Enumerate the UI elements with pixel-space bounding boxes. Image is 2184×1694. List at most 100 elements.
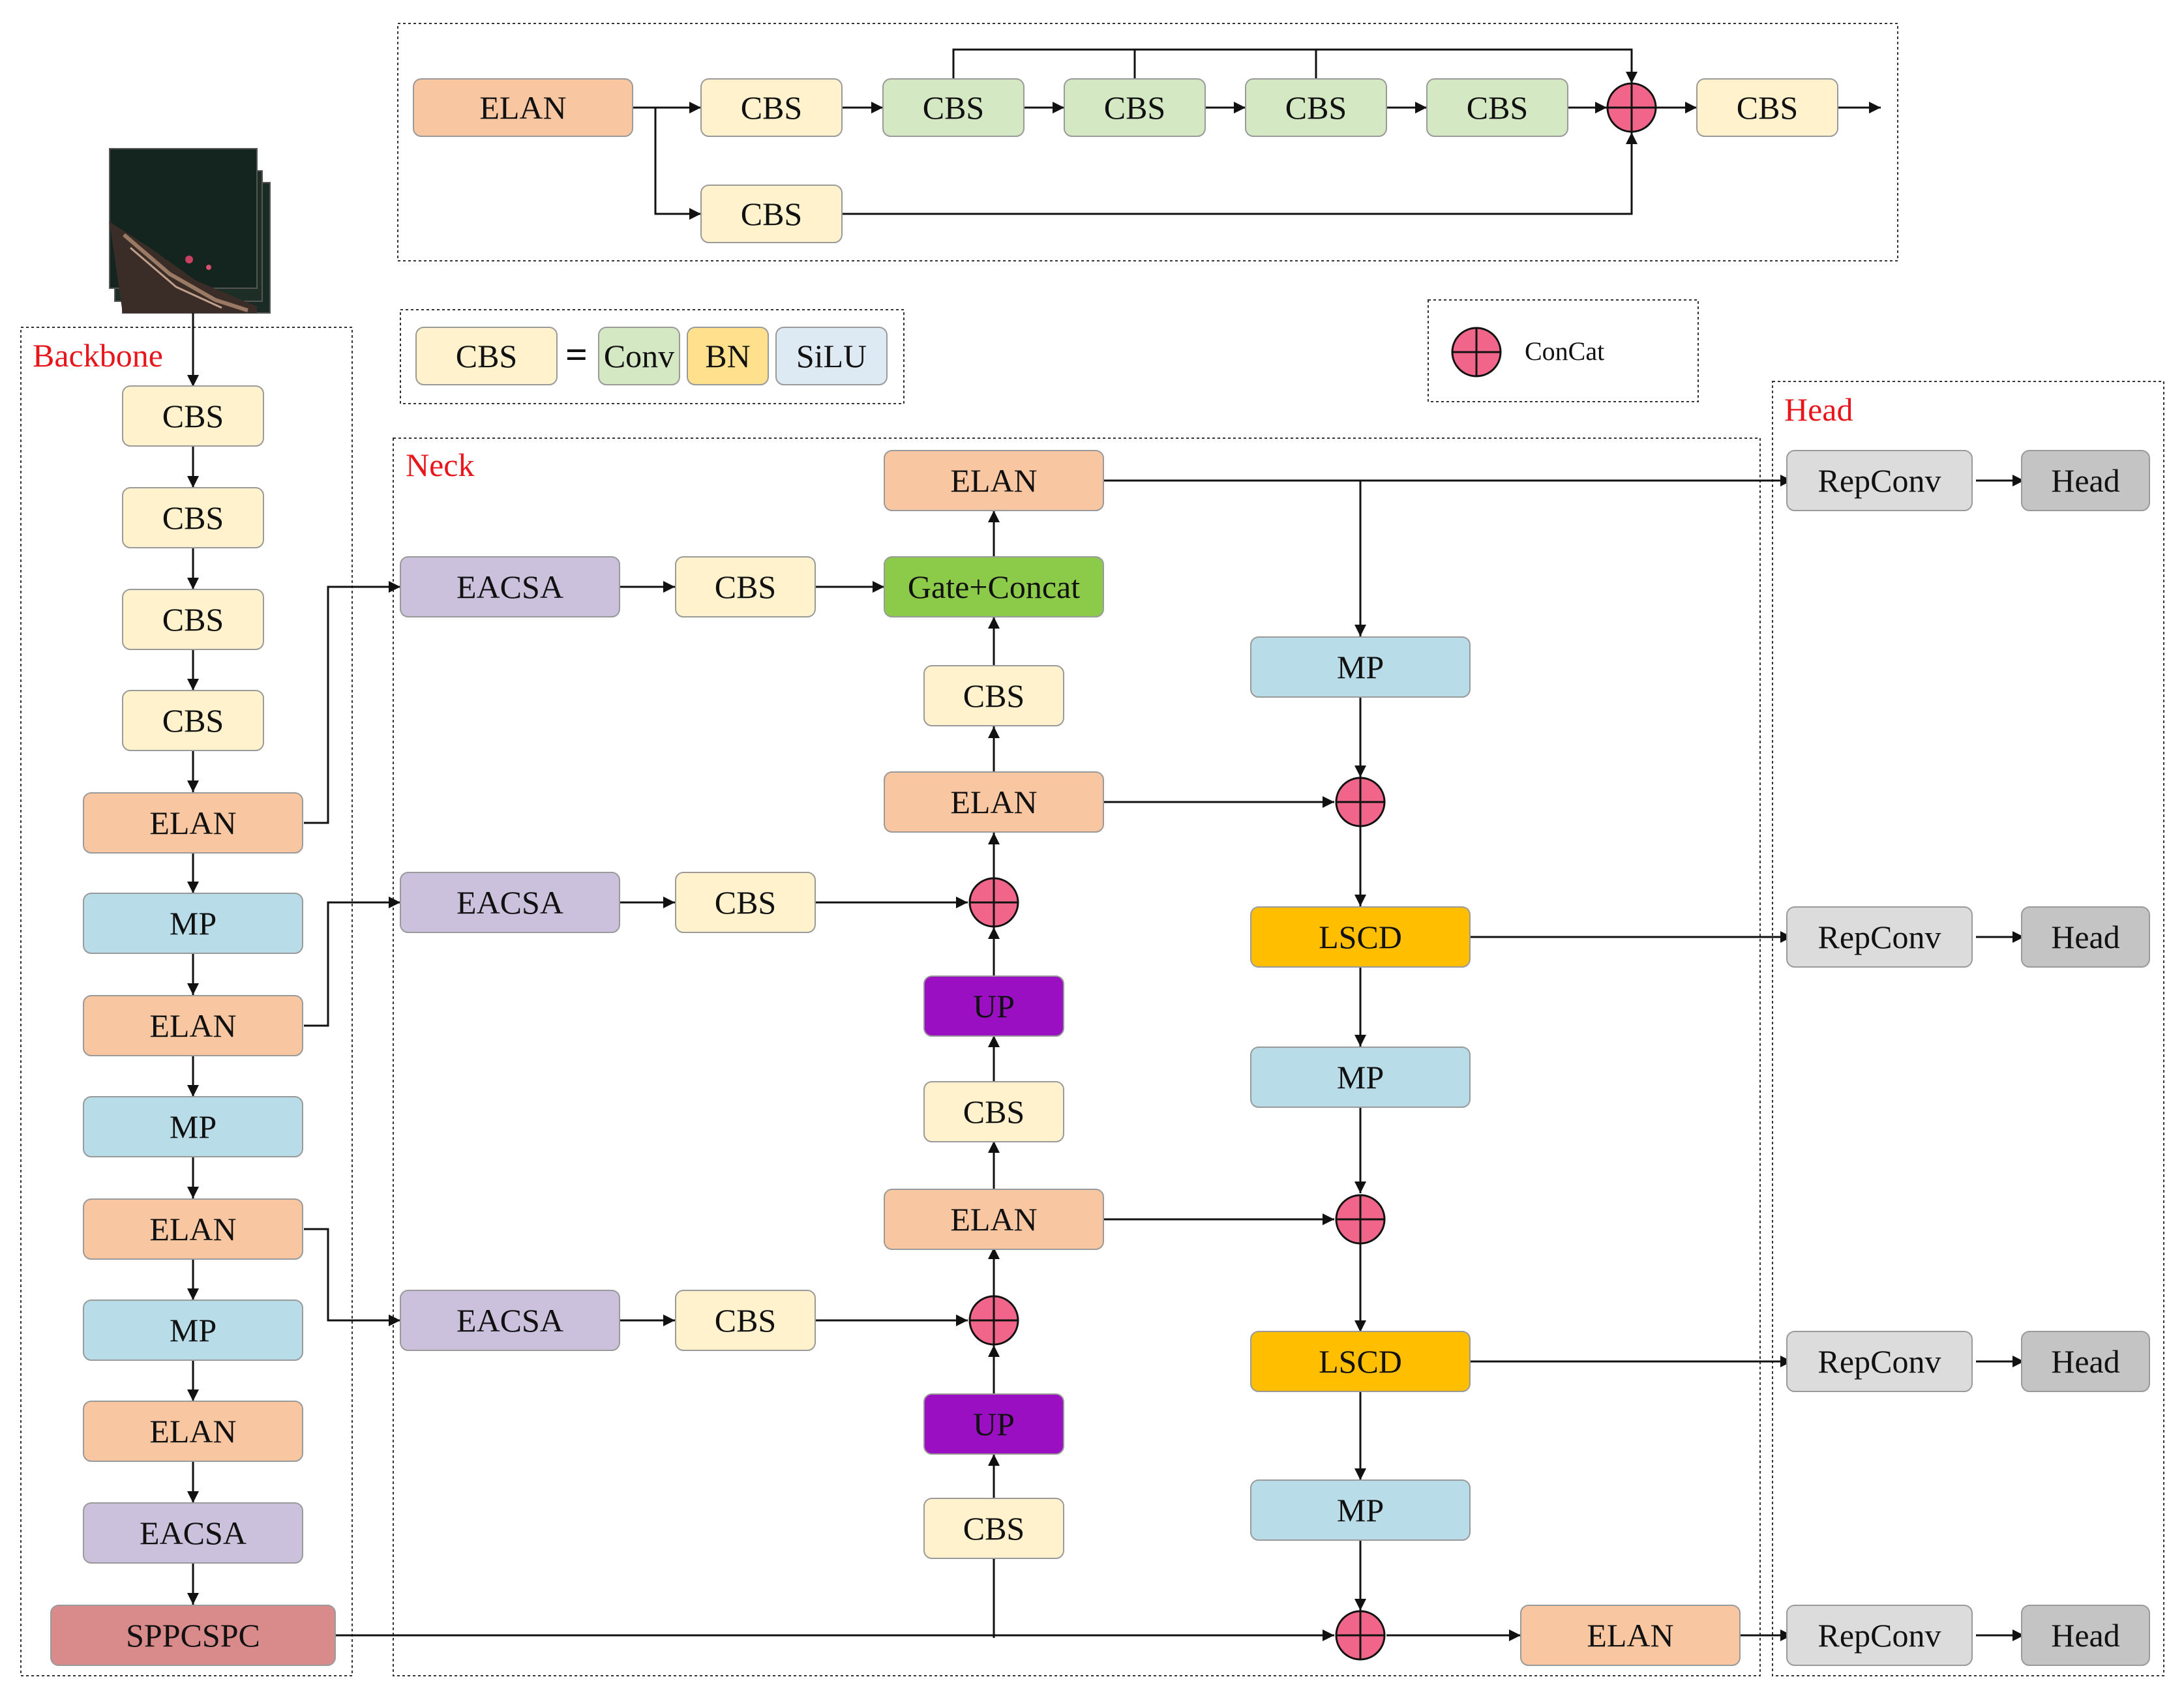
neck-eacsa-3: EACSA xyxy=(400,1290,620,1351)
legend-silu: SiLU xyxy=(775,327,888,385)
neck-cbs-1-label: CBS xyxy=(963,677,1025,714)
head-repconv-3: RepConv xyxy=(1786,1331,1973,1392)
backbone-eacsa-label: EACSA xyxy=(140,1515,247,1551)
neck-elan-out-label: ELAN xyxy=(1587,1617,1673,1654)
head-repconv-2: RepConv xyxy=(1786,906,1973,968)
head-frame xyxy=(1772,381,2164,1676)
detail-cbs-conv-2: CBS xyxy=(1064,78,1206,137)
backbone-cbs-1-box xyxy=(122,385,264,447)
detail-elan-box xyxy=(413,78,633,137)
head-repconv-3-box xyxy=(1786,1331,1973,1392)
neck-cbs-b: CBS xyxy=(675,872,816,933)
neck-elan-mid-box xyxy=(884,771,1104,833)
detail-cbs-1-box xyxy=(700,78,843,137)
equals-sign: = xyxy=(565,333,588,376)
detail-cbs-branch: CBS xyxy=(700,185,843,243)
legend-bn-box xyxy=(687,327,769,385)
neck-cbs-a: CBS xyxy=(675,556,816,617)
neck-lscd-1: LSCD xyxy=(1250,906,1471,968)
neck-cbs-2-box xyxy=(923,1081,1064,1142)
detail-cbs-conv-4-label: CBS xyxy=(1467,89,1529,126)
neck-mp-1-label: MP xyxy=(1337,649,1384,685)
neck-concat-1 xyxy=(968,877,1019,928)
backbone-cbs-4-box xyxy=(122,690,264,751)
backbone-mp-3: MP xyxy=(83,1300,303,1361)
neck-elan-low-label: ELAN xyxy=(950,1201,1037,1238)
neck-cbs-2: CBS xyxy=(923,1081,1064,1142)
neck-mp-3: MP xyxy=(1250,1479,1471,1541)
backbone-cbs-2-box xyxy=(122,487,264,548)
backbone-eacsa-box xyxy=(83,1502,303,1564)
head-head-2-box xyxy=(2021,906,2150,968)
detail-elan-label: ELAN xyxy=(479,89,566,126)
neck-elan-low: ELAN xyxy=(884,1189,1104,1250)
neck-mp-1-box xyxy=(1250,636,1471,698)
legend-silu-box xyxy=(775,327,888,385)
neck-up-1: UP xyxy=(923,975,1064,1037)
backbone-cbs-2-label: CBS xyxy=(162,499,224,536)
backbone-cbs-3: CBS xyxy=(122,589,264,650)
legend-concat-symbol xyxy=(1451,327,1502,378)
neck-concat-3 xyxy=(1335,777,1386,827)
head-repconv-3-label: RepConv xyxy=(1818,1343,1941,1380)
backbone-elan-3: ELAN xyxy=(83,1198,303,1260)
backbone-label: Backbone xyxy=(33,337,163,374)
head-head-2-label: Head xyxy=(2051,919,2120,955)
detail-cbs-1-label: CBS xyxy=(741,89,803,126)
neck-eacsa-2-label: EACSA xyxy=(456,884,563,921)
backbone-mp-3-box xyxy=(83,1300,303,1361)
neck-elan-mid: ELAN xyxy=(884,771,1104,833)
connection-lines xyxy=(187,48,2024,1641)
detail-cbs-out-label: CBS xyxy=(1737,89,1799,126)
legend-cbs-box xyxy=(415,327,558,385)
detail-cbs-out-box xyxy=(1696,78,1838,137)
neck-elan-top: ELAN xyxy=(884,450,1104,511)
elan-detail-frame xyxy=(397,23,1898,261)
neck-cbs-c-label: CBS xyxy=(715,1302,777,1339)
backbone-elan-1-label: ELAN xyxy=(149,805,236,841)
head-repconv-1: RepConv xyxy=(1786,450,1973,511)
head-repconv-1-label: RepConv xyxy=(1818,462,1941,499)
neck-eacsa-3-box xyxy=(400,1290,620,1351)
head-head-3-box xyxy=(2021,1331,2150,1392)
head-head-3-label: Head xyxy=(2051,1343,2120,1380)
detail-cbs-branch-label: CBS xyxy=(741,196,803,232)
neck-concat-4 xyxy=(1335,1194,1386,1245)
neck-eacsa-3-label: EACSA xyxy=(456,1302,563,1339)
legend-conv-label: Conv xyxy=(604,338,674,374)
detail-cbs-conv-3-label: CBS xyxy=(1285,89,1347,126)
backbone-sppcspc: SPPCSPC xyxy=(50,1605,336,1666)
neck-mp-2-box xyxy=(1250,1047,1471,1108)
detail-cbs-branch-box xyxy=(700,185,843,243)
neck-gate-concat: Gate+Concat xyxy=(884,556,1104,617)
backbone-mp-2: MP xyxy=(83,1096,303,1157)
head-repconv-2-label: RepConv xyxy=(1818,919,1941,955)
legend-cbs-label: CBS xyxy=(456,338,518,374)
neck-cbs-3-label: CBS xyxy=(963,1510,1025,1547)
detail-cbs-conv-3: CBS xyxy=(1245,78,1387,137)
backbone-sppcspc-label: SPPCSPC xyxy=(126,1617,260,1654)
detail-cbs-conv-2-box xyxy=(1064,78,1206,137)
backbone-elan-1: ELAN xyxy=(83,792,303,854)
neck-concat-5 xyxy=(1335,1610,1386,1661)
neck-cbs-c-box xyxy=(675,1290,816,1351)
legend-conv: Conv xyxy=(598,327,680,385)
neck-lscd-2-label: LSCD xyxy=(1319,1343,1402,1380)
neck-lscd-1-label: LSCD xyxy=(1319,919,1402,955)
head-repconv-2-box xyxy=(1786,906,1973,968)
head-label: Head xyxy=(1784,391,1853,428)
neck-mp-2: MP xyxy=(1250,1047,1471,1108)
head-head-1-label: Head xyxy=(2051,462,2120,499)
neck-cbs-a-box xyxy=(675,556,816,617)
head-repconv-1-box xyxy=(1786,450,1973,511)
neck-cbs-a-label: CBS xyxy=(715,569,777,605)
backbone-mp-2-box xyxy=(83,1096,303,1157)
neck-lscd-2-box xyxy=(1250,1331,1471,1392)
neck-elan-top-box xyxy=(884,450,1104,511)
neck-label: Neck xyxy=(406,447,475,483)
neck-cbs-b-box xyxy=(675,872,816,933)
neck-concat-2 xyxy=(968,1295,1019,1346)
legend-bn-label: BN xyxy=(705,338,750,374)
neck-eacsa-1: EACSA xyxy=(400,556,620,617)
neck-cbs-b-label: CBS xyxy=(715,884,777,921)
